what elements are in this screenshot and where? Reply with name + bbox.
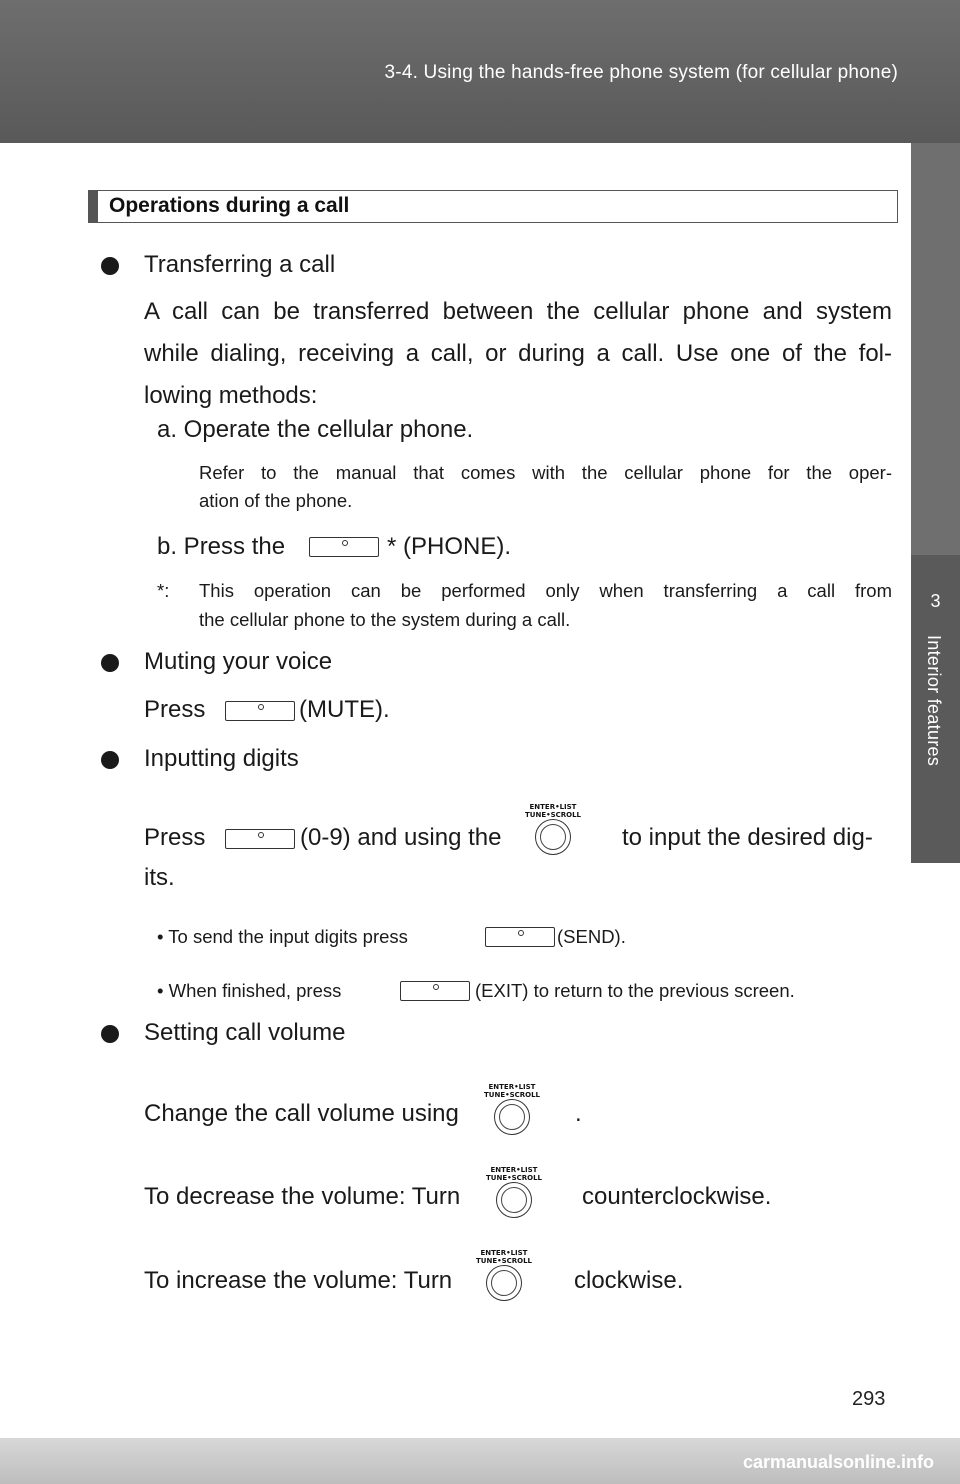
footer-band: carmanualsonline.info bbox=[0, 1438, 960, 1484]
volume-increase-post: clockwise. bbox=[574, 1267, 684, 1294]
side-tab-upper bbox=[911, 143, 960, 555]
method-b-pre: b. Press the bbox=[157, 533, 286, 560]
bullet-icon bbox=[101, 257, 119, 275]
section-heading-box: Operations during a call bbox=[88, 190, 898, 223]
section-heading: Operations during a call bbox=[109, 194, 350, 217]
mute-button-icon bbox=[225, 701, 295, 721]
method-a: a. Operate the cellular phone. bbox=[157, 416, 474, 443]
watermark: carmanualsonline.info bbox=[742, 1452, 934, 1472]
chapter-header: 3-4. Using the hands-free phone system (… bbox=[0, 0, 960, 143]
mute-post: (MUTE). bbox=[299, 696, 390, 723]
footnote-line1: This operation can be performed only whe… bbox=[199, 580, 892, 601]
phone-button-icon bbox=[309, 537, 379, 557]
knob-label-line1: ENTER•LIST bbox=[490, 1166, 538, 1174]
chapter-number: 3 bbox=[930, 591, 941, 611]
volume-decrease-pre: To decrease the volume: Turn bbox=[144, 1183, 461, 1210]
send-note-pre: • To send the input digits press bbox=[157, 926, 408, 947]
digits-pre: Press bbox=[144, 824, 206, 851]
footnote-line2: the cellular phone to the system during … bbox=[199, 609, 571, 630]
exit-button-icon bbox=[400, 981, 470, 1001]
knob-label-line2: TUNE•SCROLL bbox=[525, 811, 582, 819]
transfer-paragraph-line2: while dialing, receiving a call, or duri… bbox=[144, 340, 892, 367]
bullet-icon bbox=[101, 654, 119, 672]
digits-heading: Inputting digits bbox=[144, 745, 299, 772]
chapter-label: Interior features bbox=[924, 635, 944, 767]
mute-heading: Muting your voice bbox=[144, 648, 333, 675]
send-note-post: (SEND). bbox=[557, 926, 626, 947]
send-button-icon bbox=[485, 927, 555, 947]
volume-decrease-post: counterclockwise. bbox=[582, 1183, 772, 1210]
knob-label-line2: TUNE•SCROLL bbox=[476, 1257, 533, 1265]
exit-note-pre: • When finished, press bbox=[157, 980, 342, 1001]
mute-pre: Press bbox=[144, 696, 206, 723]
footnote-marker: *: bbox=[157, 580, 170, 601]
heading-bar bbox=[89, 191, 98, 222]
bullet-icon bbox=[101, 751, 119, 769]
knob-label-line1: ENTER•LIST bbox=[488, 1083, 536, 1091]
section-title: 3-4. Using the hands-free phone system (… bbox=[384, 62, 898, 83]
method-b-post: * (PHONE). bbox=[387, 533, 512, 560]
volume-increase-pre: To increase the volume: Turn bbox=[144, 1267, 453, 1294]
volume-heading: Setting call volume bbox=[144, 1019, 346, 1046]
transfer-paragraph-line1: A call can be transferred between the ce… bbox=[144, 298, 892, 325]
page-number: 293 bbox=[852, 1388, 886, 1410]
exit-note-post: (EXIT) to return to the previous screen. bbox=[475, 980, 795, 1001]
digits-mid: (0-9) and using the bbox=[300, 824, 502, 851]
digits-post2: its. bbox=[144, 864, 175, 891]
chapter-side-tab: 3 Interior features bbox=[911, 555, 960, 863]
digits-post: to input the desired dig- bbox=[622, 824, 873, 851]
volume-change-post: . bbox=[575, 1100, 582, 1127]
knob-label-line1: ENTER•LIST bbox=[480, 1249, 528, 1257]
knob-label-line2: TUNE•SCROLL bbox=[486, 1174, 543, 1182]
method-a-note-line2: ation of the phone. bbox=[199, 490, 353, 511]
knob-label-line1: ENTER•LIST bbox=[529, 803, 577, 811]
volume-change-pre: Change the call volume using bbox=[144, 1100, 459, 1127]
number-button-icon bbox=[225, 829, 295, 849]
transfer-heading: Transferring a call bbox=[144, 251, 336, 278]
knob-label-line2: TUNE•SCROLL bbox=[484, 1091, 541, 1099]
method-a-note-line1: Refer to the manual that comes with the … bbox=[199, 462, 892, 483]
bullet-icon bbox=[101, 1025, 119, 1043]
transfer-paragraph-line3: lowing methods: bbox=[144, 382, 318, 409]
